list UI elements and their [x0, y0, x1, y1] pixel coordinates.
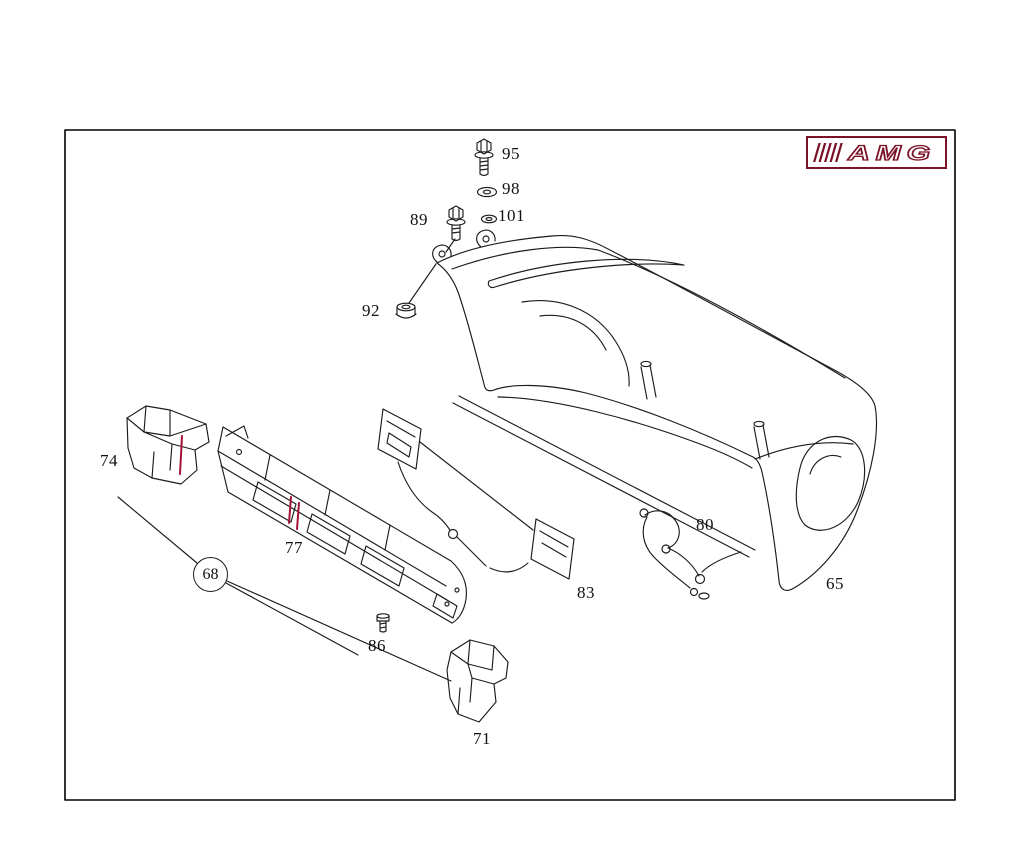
- amg-logo: AMG: [813, 141, 936, 165]
- harness-connector-d: [694, 573, 706, 585]
- absorber-74-edges: [126, 405, 207, 479]
- bracket-83-upper: [377, 408, 422, 470]
- stud-line-89: [445, 238, 456, 253]
- bar-top-ticks: [264, 454, 391, 551]
- bar-pocket-3: [360, 545, 405, 587]
- highlight-mark-77a: [288, 496, 292, 524]
- end-cap-recess: [795, 435, 866, 531]
- mounting-tab-1: [432, 244, 452, 263]
- part-label-80[interactable]: 80: [696, 515, 714, 534]
- mounting-hole-1: [438, 250, 446, 258]
- bar-pocket-2: [306, 513, 351, 555]
- support-rods: [419, 395, 756, 558]
- bumper-lower-crease: [497, 396, 753, 469]
- bolt-89-flange: [446, 218, 466, 226]
- part-label-65[interactable]: 65: [826, 574, 844, 593]
- part-label-95[interactable]: 95: [502, 144, 520, 163]
- part-label-92[interactable]: 92: [362, 301, 380, 320]
- bolt-89: [446, 205, 466, 242]
- bolt-89-head: [448, 205, 464, 222]
- drawing-frame: [64, 129, 956, 801]
- part-label-86[interactable]: 86: [368, 636, 386, 655]
- bar-pocket-1: [252, 481, 297, 523]
- bracket-83-lower: [530, 518, 575, 580]
- bar-hole: [235, 448, 243, 456]
- bumper-slot-2-top: [753, 420, 765, 428]
- absorber-74-outline: [126, 405, 210, 485]
- bolt-95-flange: [474, 151, 494, 159]
- bumper-slot-1: [640, 364, 657, 400]
- amg-logo-plate: AMG: [806, 136, 947, 169]
- wiring-harness-80: [397, 461, 742, 600]
- leader-68-to-74: [117, 496, 198, 564]
- leader-68-to-71: [226, 580, 452, 682]
- bumper-top-crease: [451, 246, 846, 379]
- bumper-outline: [436, 234, 878, 591]
- bar-left-end: [217, 426, 229, 493]
- bumper-slot-2: [753, 424, 770, 460]
- end-cap-65: [754, 435, 866, 531]
- bumper-slot-1-top: [640, 360, 652, 368]
- mounting-hole-2: [482, 235, 490, 243]
- bumper-face-contour-2: [539, 314, 607, 351]
- mounting-tab-2: [476, 229, 496, 248]
- bumper-recess-sliver: [487, 258, 685, 289]
- bolt-95: [474, 138, 494, 177]
- bar-end-bracket: [432, 593, 458, 619]
- harness-connector-a: [447, 528, 459, 540]
- bar-left-clip: [225, 425, 249, 439]
- foam-absorber-74: [126, 405, 210, 485]
- harness-plug: [698, 592, 710, 600]
- part-label-74[interactable]: 74: [100, 451, 118, 470]
- bar-top-front-edge: [217, 450, 447, 587]
- bar-bottom-edge: [227, 491, 453, 624]
- highlight-mark-74: [179, 435, 183, 475]
- harness-connector-b: [639, 508, 649, 518]
- bar-front-line: [220, 465, 448, 601]
- bolt-95-shaft: [479, 157, 489, 177]
- amg-stripes-icon: [813, 143, 843, 162]
- bar-right-end: [450, 560, 467, 624]
- part-label-68: 68: [202, 565, 219, 583]
- harness-connector-c: [661, 544, 671, 554]
- absorber-71-outline: [446, 639, 509, 723]
- end-cap-highlight: [809, 455, 842, 475]
- washer-98: [476, 186, 498, 198]
- part-label-77[interactable]: 77: [285, 538, 303, 557]
- harness-connector-e: [689, 587, 699, 597]
- nut-92: [395, 302, 417, 319]
- part-label-83[interactable]: 83: [577, 583, 595, 602]
- absorber-71-edges: [450, 639, 495, 715]
- foam-absorber-71: [446, 639, 509, 723]
- leader-68-to-86: [225, 582, 359, 656]
- bumper-face-contour: [521, 300, 630, 387]
- part-callout-68-circle[interactable]: 68: [193, 557, 228, 592]
- bar-top-back-edge: [222, 426, 452, 562]
- highlight-mark-77b: [296, 502, 300, 530]
- rear-bumper-shell: [408, 229, 878, 591]
- bolt-95-head: [476, 138, 492, 155]
- amg-logo-text: AMG: [847, 142, 936, 165]
- bolt-89-shaft: [451, 224, 461, 242]
- bolt-86: [376, 613, 390, 633]
- end-cap-seam: [754, 442, 854, 460]
- part-label-101[interactable]: 101: [498, 206, 525, 225]
- part-label-98[interactable]: 98: [502, 179, 520, 198]
- washer-101: [480, 214, 498, 224]
- reinforcement-bar-77: [217, 425, 467, 624]
- part-label-89[interactable]: 89: [410, 210, 428, 229]
- callout-leader-lines: [117, 496, 452, 682]
- stud-line-92: [408, 263, 437, 304]
- part-label-71[interactable]: 71: [473, 729, 491, 748]
